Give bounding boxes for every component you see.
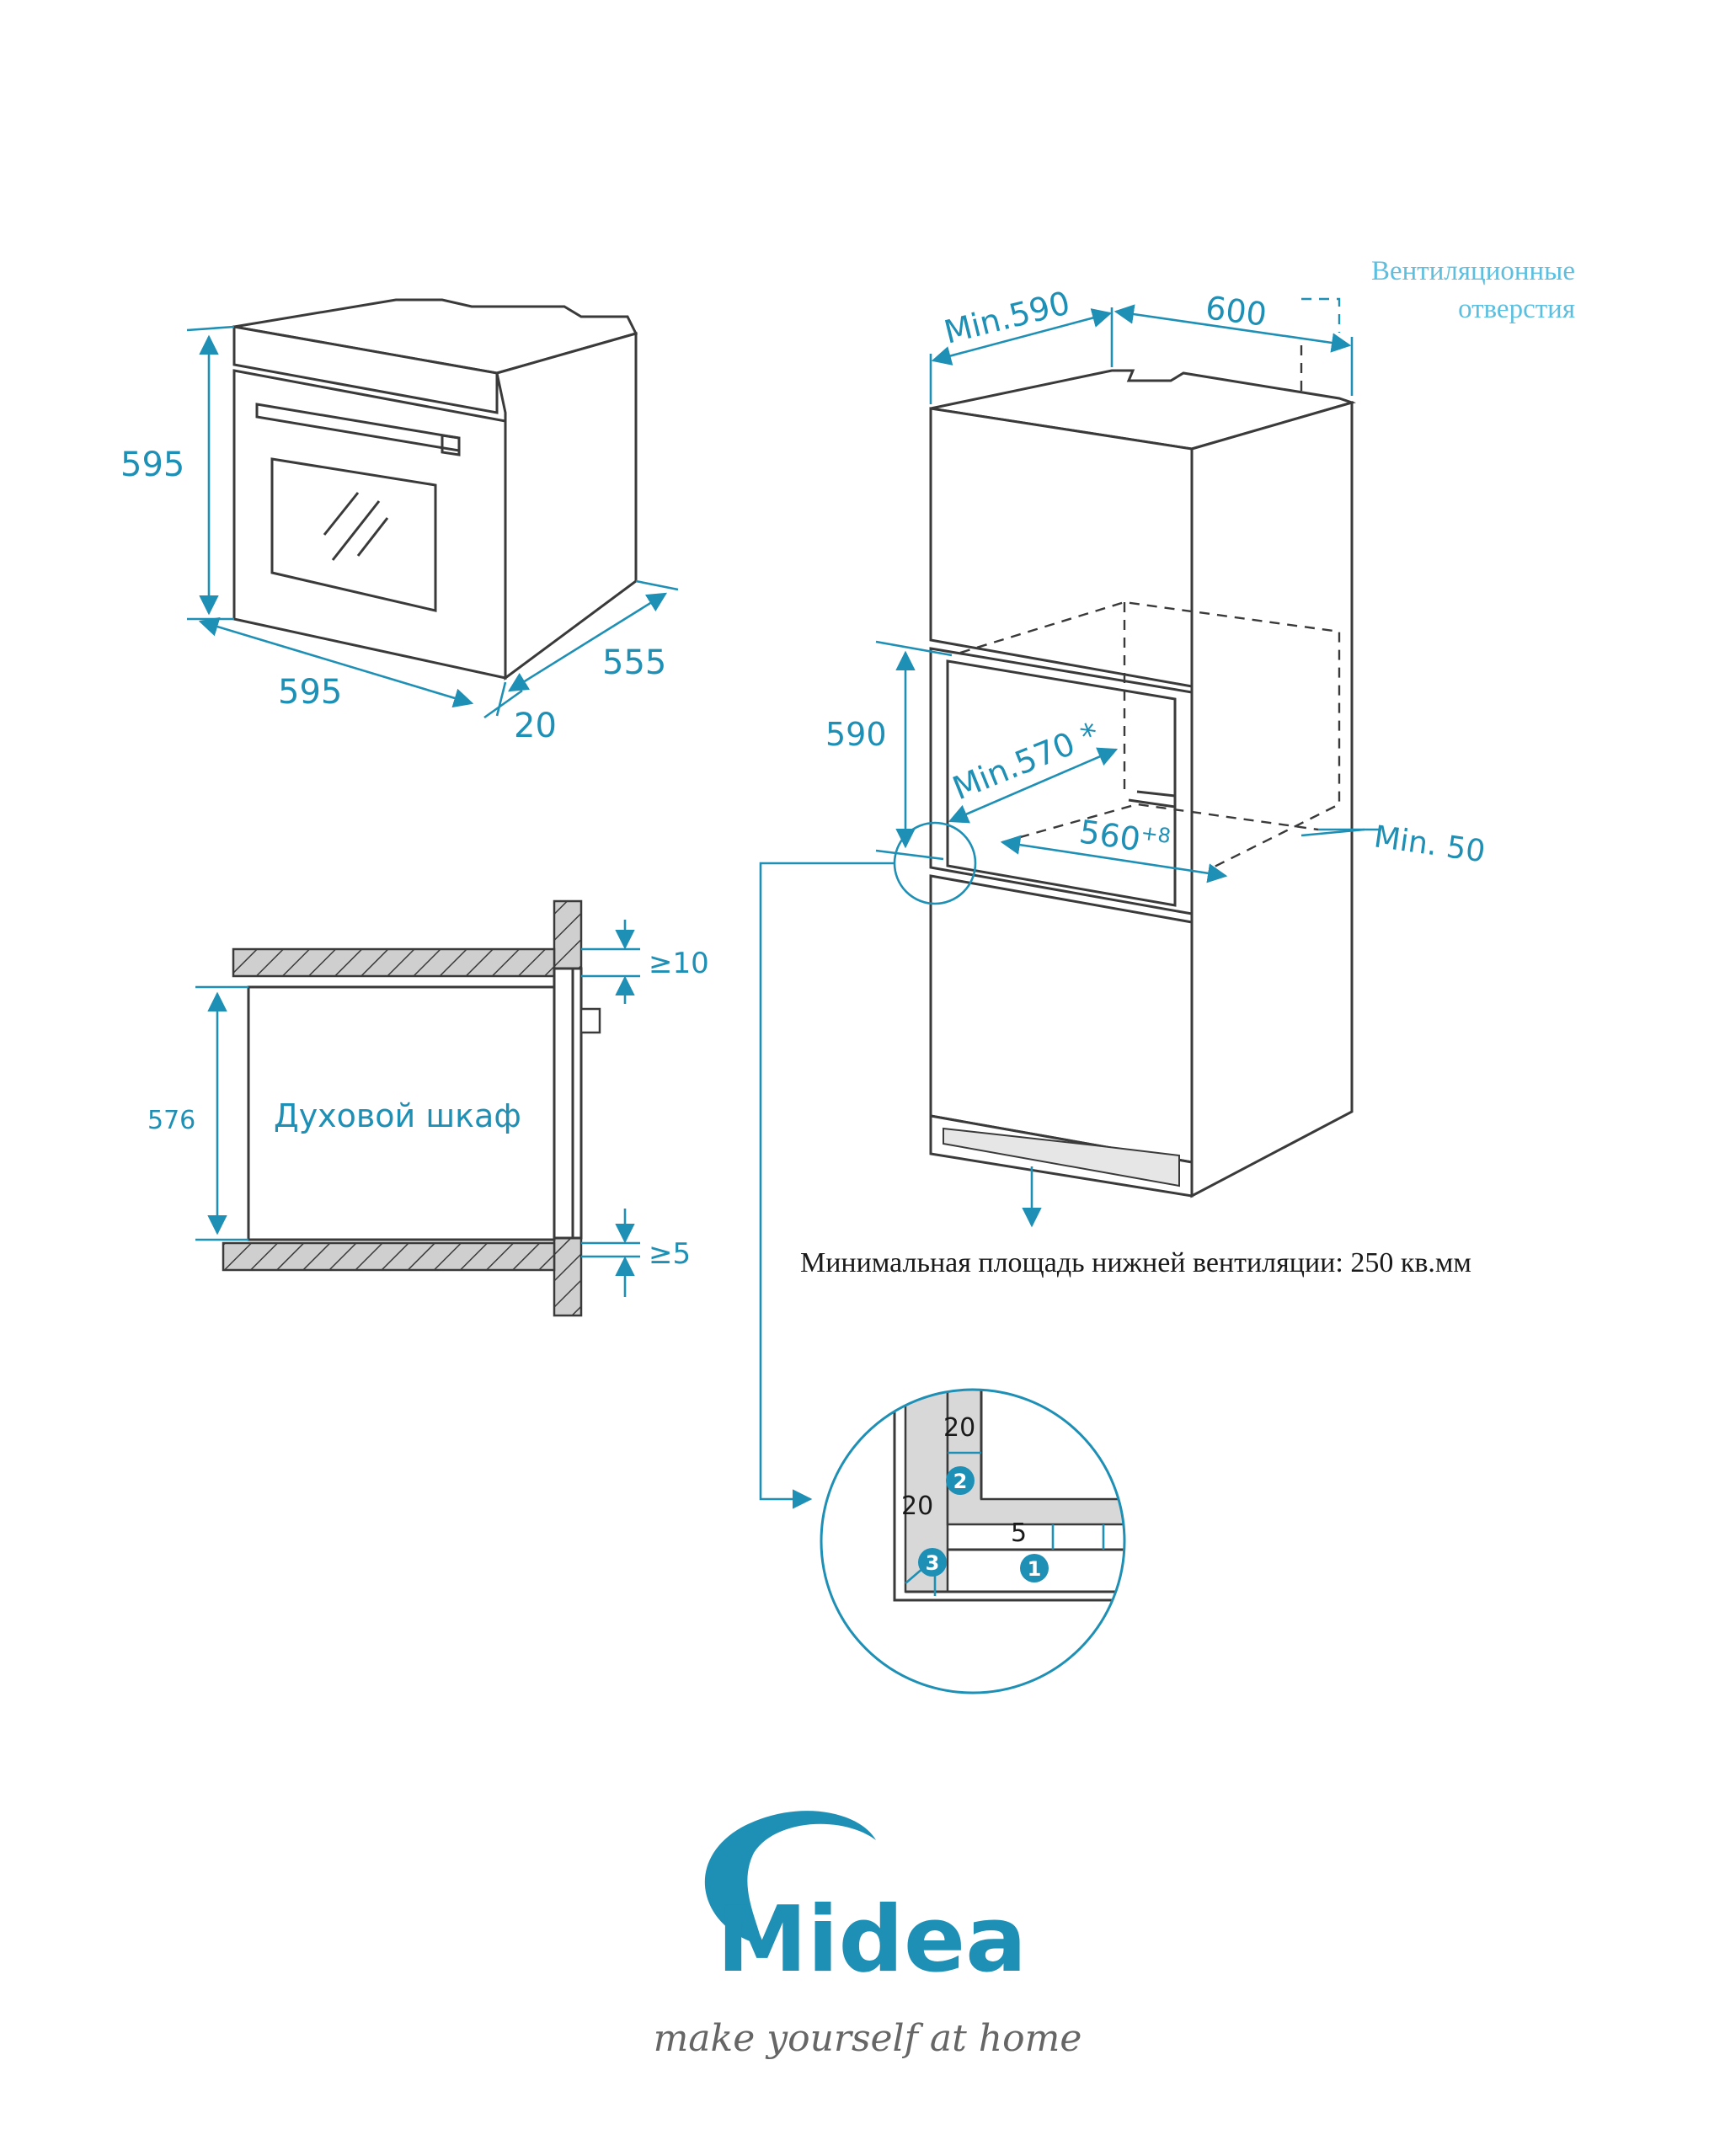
detail-magnifier: [820, 1388, 1126, 1694]
niche-depth-top: 600: [1204, 289, 1268, 334]
niche-width-value: 560: [1077, 813, 1143, 858]
brand-logo-text: Midea: [717, 1887, 1027, 1993]
section-oven-label: Духовой шкаф: [274, 1097, 521, 1134]
oven-depth-label: 555: [602, 643, 666, 682]
oven-dimension-lines: [186, 325, 679, 719]
vent-label-line2: отверстия: [1458, 294, 1575, 324]
midea-swoosh-icon: [704, 1811, 876, 1945]
cabinet-niche: [929, 369, 1357, 1198]
section-height-label: 576: [147, 1106, 195, 1135]
oven-door-label: 20: [514, 707, 557, 745]
niche-min-depth-label: Min.570 *: [948, 715, 1104, 807]
detail-dim-20-top: 20: [943, 1413, 975, 1443]
marker-1-label: 1: [1028, 1557, 1042, 1581]
detail-dim-20-left: 20: [901, 1492, 933, 1521]
oven-width-label: 595: [278, 673, 342, 712]
bottom-vent-note: Минимальная площадь нижней вентиляции: 2…: [800, 1247, 1471, 1278]
marker-3-badge: [918, 1548, 947, 1577]
section-gap-top-label: ≥10: [649, 947, 709, 980]
niche-min-gap-label: Min. 50: [1372, 819, 1487, 869]
midea-logo: Midea: [704, 1811, 1027, 1993]
oven-height-label: 595: [120, 446, 184, 484]
section-dimension-lines: [195, 920, 640, 1297]
detail-dim-5: 5: [1011, 1518, 1027, 1548]
section-gap-bottom-label: ≥5: [649, 1237, 691, 1271]
marker-2-label: 2: [953, 1470, 968, 1493]
niche-height-label: 590: [825, 716, 887, 753]
oven-perspective: [232, 298, 638, 680]
marker-1-badge: [1020, 1554, 1049, 1582]
vent-label-line1: Вентиляционные: [1371, 256, 1575, 286]
marker-2-badge: [946, 1466, 975, 1495]
niche-width-label: 560+8: [1077, 812, 1172, 862]
marker-3-label: 3: [926, 1551, 940, 1575]
section-view: [222, 899, 601, 1317]
niche-dimension-lines: [759, 297, 1381, 1509]
niche-width-tolerance: +8: [1140, 820, 1172, 848]
brand-slogan: make yourself at home: [654, 2017, 1082, 2060]
